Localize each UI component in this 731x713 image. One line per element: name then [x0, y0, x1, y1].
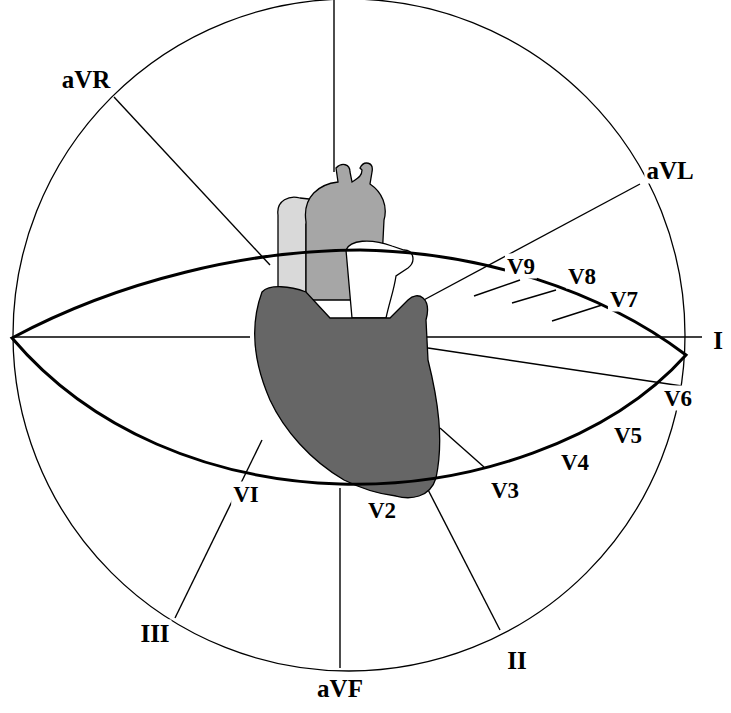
heart-illustration [255, 163, 440, 498]
precordial-lead-label: V4 [559, 450, 591, 475]
horizontal-plane-ellipse [12, 250, 686, 484]
lead-axes [12, 0, 702, 668]
precordial-lead-label: V6 [662, 386, 694, 411]
precordial-lead-label: V8 [566, 264, 598, 289]
limb-lead-label: aVR [60, 66, 113, 93]
precordial-lead-label: VI [231, 482, 261, 507]
frontal-plane-circle [13, 0, 685, 671]
precordial-lead-label: V5 [612, 423, 644, 448]
limb-lead-label: I [711, 327, 725, 354]
limb-lead-label: aVL [644, 157, 695, 184]
precordial-lead-label: V2 [366, 498, 398, 523]
limb-lead-label: III [138, 620, 171, 647]
precordial-lead-label: V3 [489, 478, 521, 503]
limb-lead-label: aVF [315, 675, 365, 702]
precordial-lead-label: V9 [505, 254, 537, 279]
precordial-lead-label: V7 [608, 287, 640, 312]
limb-lead-label: II [505, 647, 528, 674]
